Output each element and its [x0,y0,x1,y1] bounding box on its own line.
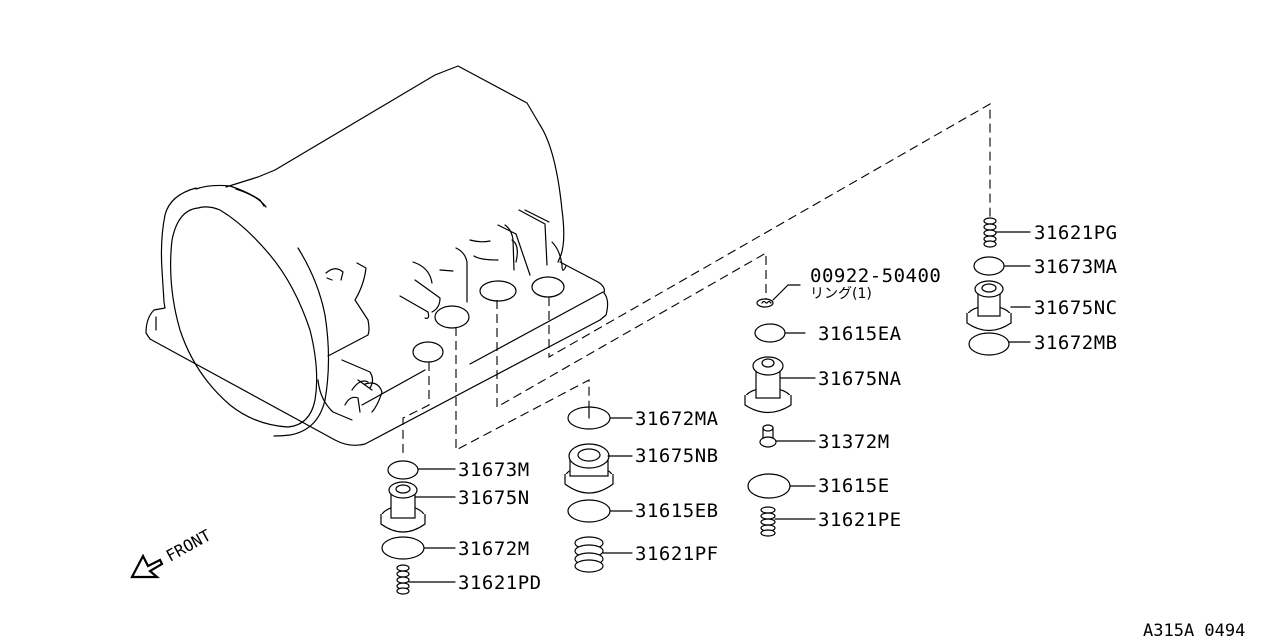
part-31675NC[interactable] [966,280,1031,332]
front-indicator: FRONT [130,525,215,579]
front-arrow-icon [130,553,164,579]
label-31621PD: 31621PD [458,572,542,594]
label-ring-qty: リング(1) [810,286,872,302]
part-31675N[interactable] [380,481,456,533]
label-31673MA: 31673MA [1034,256,1118,278]
label-31615E: 31615E [818,475,890,497]
label-31615EB: 31615EB [635,500,719,522]
label-31675N: 31675N [458,487,530,509]
part-31673M[interactable] [387,460,456,480]
center-group: 31672MA 31675NB 31615EB 31621PF [564,406,719,573]
leader-lines [402,103,991,458]
part-31675NB[interactable] [564,443,633,494]
transmission-case [145,65,609,446]
part-31621PF[interactable] [574,536,633,573]
part-31372M[interactable] [759,424,816,448]
right-group: 31621PG 31673MA 31675NC 31672MB [966,217,1118,356]
right-center-group: 00922-50400 リング(1) [744,265,941,537]
part-31672MA[interactable] [567,406,633,430]
part-00922-50400[interactable] [756,284,801,308]
label-31675NC: 31675NC [1034,297,1118,319]
part-31615EB[interactable] [567,499,633,523]
front-label: FRONT [163,525,215,565]
diagram-reference-code: A315A 0494 [1143,621,1245,640]
label-31615EA: 31615EA [818,323,902,345]
label-31672MA: 31672MA [635,408,719,430]
label-31672MB: 31672MB [1034,332,1118,354]
part-31615EA[interactable] [754,323,806,343]
label-31675NA: 31675NA [818,368,902,390]
part-31615E[interactable] [747,473,816,499]
left-group: 31673M 31675N 31672M 31621PD [380,459,542,595]
part-31672MB[interactable] [968,332,1031,356]
part-31621PG[interactable] [983,217,1031,248]
label-31621PF: 31621PF [635,543,719,565]
part-31621PD[interactable] [396,564,456,595]
label-31372M: 31372M [818,431,890,453]
part-31675NA[interactable] [744,356,816,414]
label-31621PG: 31621PG [1034,222,1118,244]
label-31672M: 31672M [458,538,530,560]
label-00922-50400: 00922-50400 [810,265,941,287]
part-31672M[interactable] [381,536,456,560]
label-31675NB: 31675NB [635,445,719,467]
label-31621PE: 31621PE [818,509,902,531]
label-31673M: 31673M [458,459,530,481]
part-31673MA[interactable] [973,256,1031,276]
part-31621PE[interactable] [760,506,816,537]
